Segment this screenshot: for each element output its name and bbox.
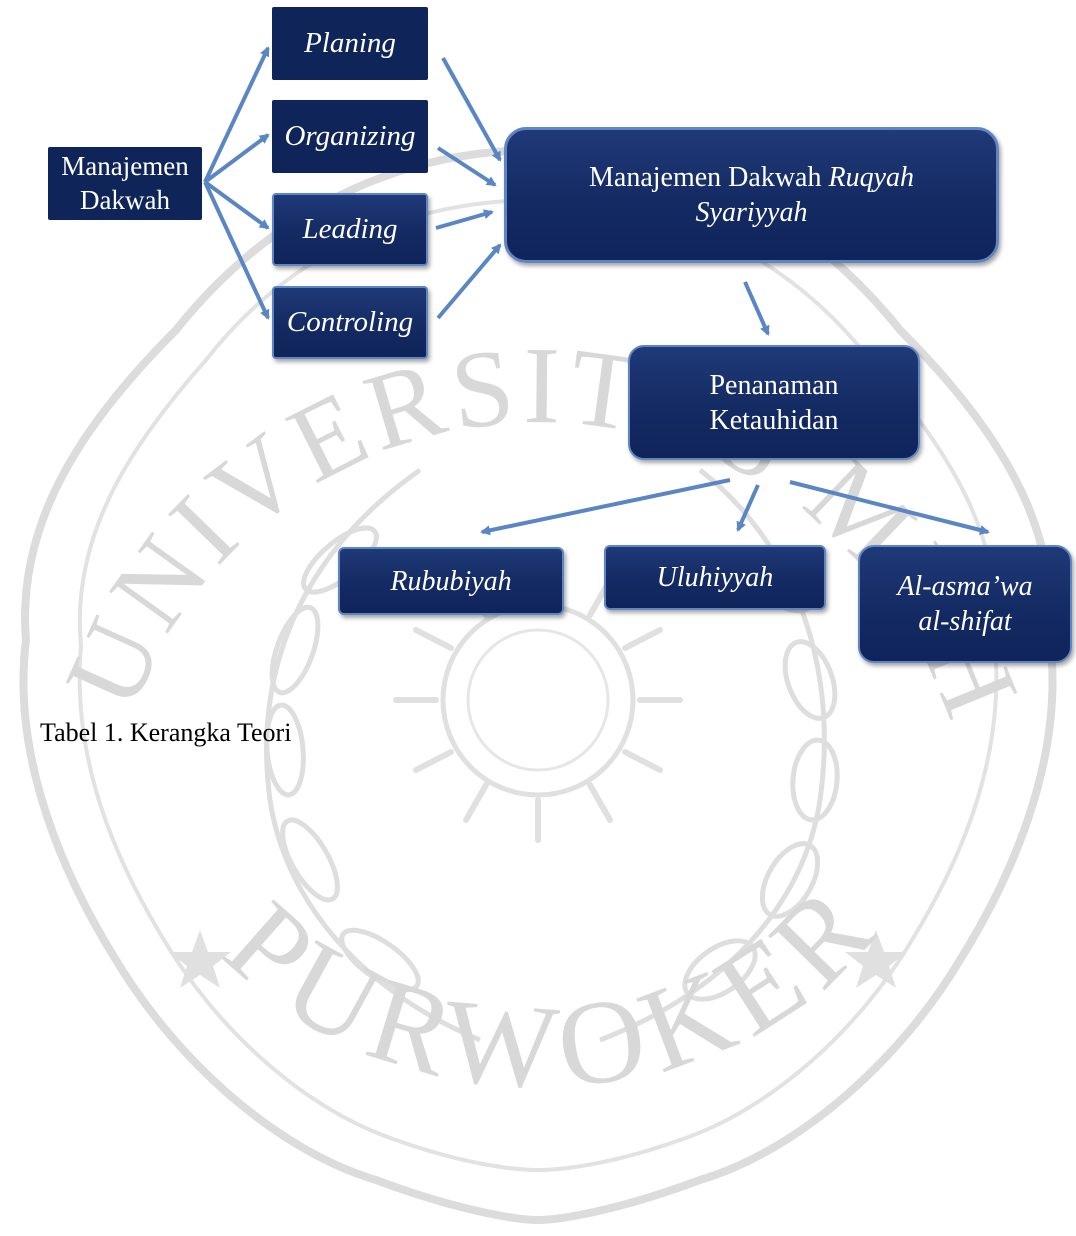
node-main-italic1: Ruqyah bbox=[828, 162, 914, 193]
seal-inner-border bbox=[77, 197, 999, 1173]
node-uluhiyyah: Uluhiyyah bbox=[604, 545, 826, 610]
node-alasma-line2: al-shifat bbox=[918, 606, 1012, 637]
arrow-planing-to-main bbox=[441, 57, 502, 162]
node-manajemen-dakwah-line1: Manajemen bbox=[61, 150, 189, 181]
arrow-controling-to-main bbox=[436, 243, 502, 320]
node-penanaman-ketauhidan: Penanaman Ketauhidan bbox=[628, 345, 920, 460]
node-leading-label: Leading bbox=[302, 213, 398, 246]
node-manajemen-dakwah-line2: Dakwah bbox=[80, 184, 170, 215]
node-planing: Planing bbox=[272, 7, 428, 80]
arrow-penanaman-to-alasma bbox=[789, 480, 990, 535]
arrow-main-to-penanaman bbox=[743, 281, 770, 336]
node-alasma-line1: Al-asma’wa bbox=[897, 571, 1033, 602]
node-controling-label: Controling bbox=[286, 306, 414, 339]
node-manajemen-dakwah-ruqyah: Manajemen Dakwah Ruqyah Syariyyah bbox=[504, 127, 999, 263]
node-organizing: Organizing bbox=[272, 100, 428, 173]
arrow-penanaman-to-uluhiyyah bbox=[736, 484, 760, 532]
node-main-line1: Manajemen Dakwah Ruqyah bbox=[589, 160, 914, 195]
node-penanaman-line2: Ketauhidan bbox=[709, 404, 839, 436]
node-rububiyah: Rububiyah bbox=[338, 547, 564, 615]
arrow-manajemen-to-planing bbox=[203, 46, 270, 183]
seal-outer-border bbox=[19, 145, 1057, 1225]
node-organizing-label: Organizing bbox=[284, 120, 416, 153]
node-controling: Controling bbox=[272, 286, 428, 359]
node-penanaman-line1: Penanaman bbox=[709, 369, 839, 401]
node-rububiyah-label: Rububiyah bbox=[390, 565, 512, 597]
node-planing-label: Planing bbox=[304, 27, 396, 60]
figure-caption: Tabel 1. Kerangka Teori bbox=[40, 718, 292, 747]
node-al-asma-wa-al-shifat: Al-asma’wa al-shifat bbox=[858, 545, 1072, 663]
node-main-line2: Syariyyah bbox=[695, 197, 808, 228]
node-main-plain: Manajemen Dakwah bbox=[589, 162, 829, 193]
arrow-organizing-to-main bbox=[436, 146, 497, 187]
arrow-manajemen-to-organizing bbox=[203, 133, 270, 184]
node-manajemen-dakwah: Manajemen Dakwah bbox=[48, 147, 202, 220]
arrow-penanaman-to-rububiyah bbox=[480, 478, 731, 536]
seal-stars bbox=[169, 930, 907, 988]
seal-laurel-left bbox=[264, 467, 481, 1043]
arrow-manajemen-to-leading bbox=[203, 180, 270, 230]
node-uluhiyyah-label: Uluhiyyah bbox=[656, 562, 774, 593]
node-leading: Leading bbox=[272, 193, 428, 266]
arrow-manajemen-to-controling bbox=[203, 181, 270, 320]
arrow-leading-to-main bbox=[435, 209, 494, 230]
